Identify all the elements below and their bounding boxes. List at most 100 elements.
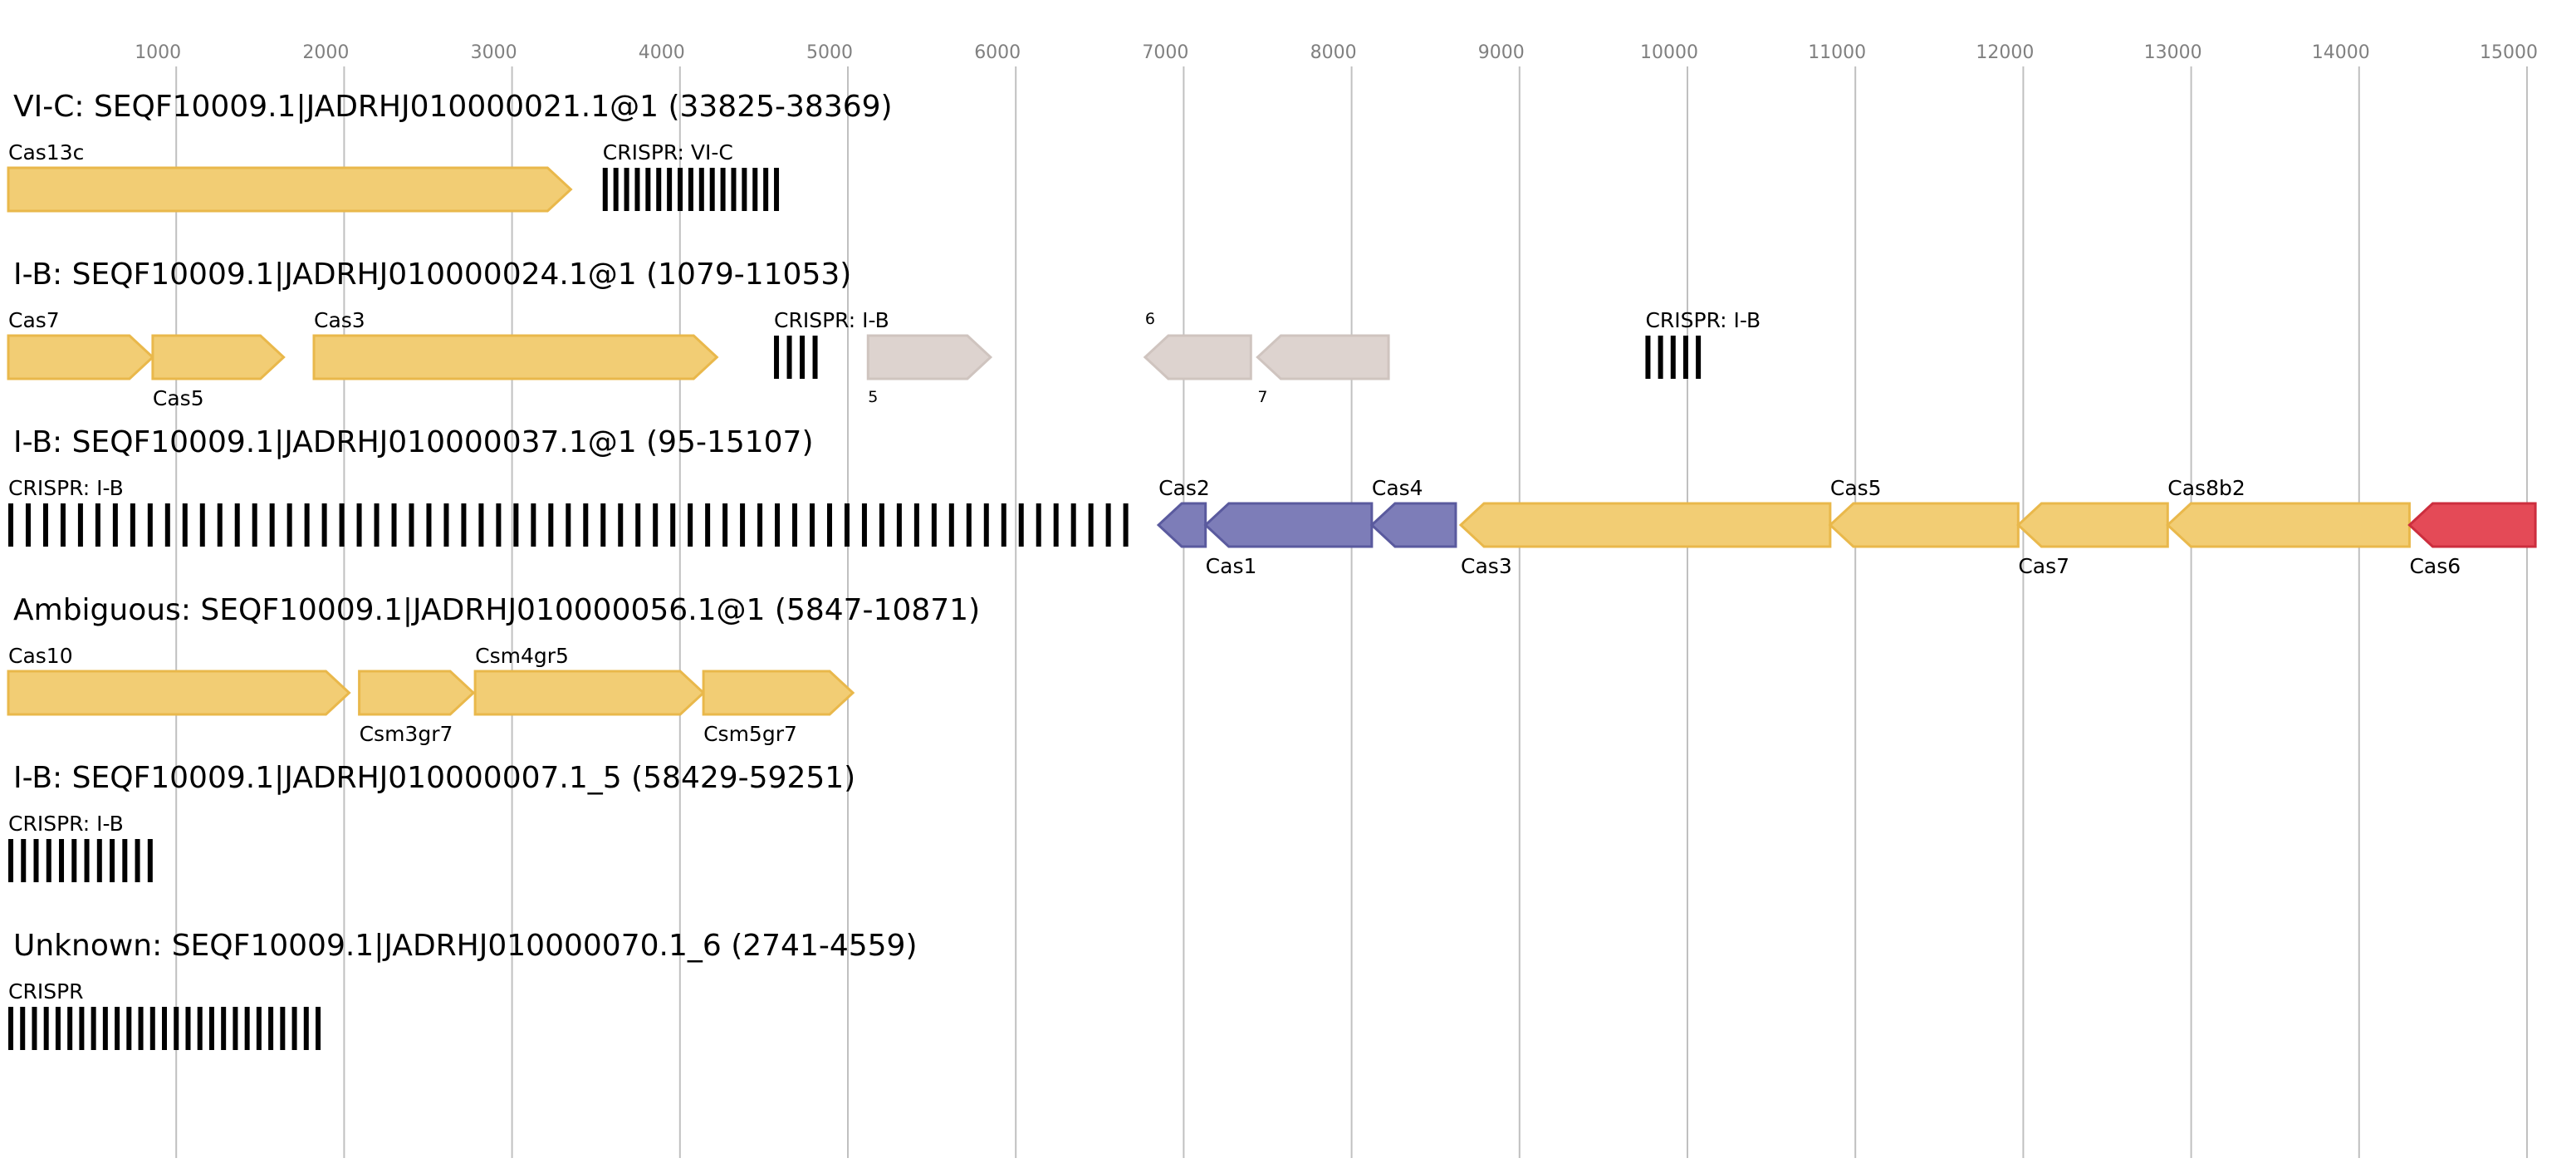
crispr-repeat: [774, 336, 780, 379]
track-title: I-B: SEQF10009.1|JADRHJ010000007.1_5 (58…: [13, 761, 855, 795]
crispr-repeat: [199, 503, 205, 547]
track-title: Unknown: SEQF10009.1|JADRHJ010000070.1_6…: [13, 929, 918, 963]
gene-arrow-csm3gr7: [358, 670, 476, 716]
gene-label: Cas5: [153, 386, 204, 410]
crispr-repeat: [32, 1007, 37, 1050]
tick-label: 10000: [1640, 42, 1698, 63]
crispr-repeat: [757, 503, 763, 547]
crispr-repeat: [122, 839, 128, 882]
crispr-repeat: [1105, 503, 1111, 547]
crispr-repeat: [722, 503, 728, 547]
crispr-repeat: [391, 503, 397, 547]
crispr-repeat: [409, 503, 414, 547]
crispr-repeat: [948, 503, 954, 547]
crispr-repeat: [896, 503, 902, 547]
gene-arrow-cas3: [1458, 502, 1832, 548]
crispr-repeat: [164, 503, 170, 547]
crispr-label: CRISPR: I-B: [8, 812, 124, 836]
gene-arrow-cas4: [1369, 502, 1457, 548]
tracks: VI-C: SEQF10009.1|JADRHJ010000021.1@1 (3…: [7, 90, 2537, 1050]
crispr-repeat: [656, 168, 662, 211]
crispr-repeat: [800, 336, 806, 379]
crispr-label: CRISPR: I-B: [8, 476, 124, 500]
crispr-label: CRISPR: [8, 979, 84, 1004]
crispr-repeat: [95, 503, 100, 547]
crispr-repeat: [740, 503, 746, 547]
crispr-repeat: [303, 1007, 309, 1050]
crispr-repeat: [374, 503, 380, 547]
crispr-repeat: [20, 1007, 26, 1050]
crispr-repeat: [60, 503, 66, 547]
gene-arrow-cas13c: [7, 166, 573, 213]
crispr-array: [774, 336, 818, 379]
crispr-array: [8, 1007, 321, 1050]
crispr-repeat: [461, 503, 467, 547]
crispr-repeat: [731, 168, 737, 211]
gene-arrow-cas7: [7, 334, 155, 380]
track: I-B: SEQF10009.1|JADRHJ010000007.1_5 (58…: [8, 761, 855, 882]
crispr-repeat: [185, 1007, 191, 1050]
crispr-repeat: [147, 503, 153, 547]
gene-arrow-cas5: [1828, 502, 2020, 548]
crispr-repeat: [138, 1007, 144, 1050]
crispr-repeat: [244, 1007, 250, 1050]
tick-label: 14000: [2312, 42, 2370, 63]
track-title: I-B: SEQF10009.1|JADRHJ010000037.1@1 (95…: [13, 425, 814, 459]
tick-label: 9000: [1478, 42, 1525, 63]
crispr-repeat: [147, 839, 153, 882]
crispr-repeat: [8, 503, 13, 547]
crispr-repeat: [478, 503, 484, 547]
crispr-repeat: [1645, 336, 1651, 379]
gridlines: [175, 66, 2528, 1158]
crispr-repeat: [670, 503, 676, 547]
crispr-repeat: [71, 839, 77, 882]
crispr-repeat: [268, 1007, 274, 1050]
crispr-repeat: [79, 1007, 85, 1050]
crispr-repeat: [43, 1007, 49, 1050]
tick-label: 5000: [806, 42, 853, 63]
crispr-repeat: [208, 1007, 214, 1050]
crispr-repeat: [618, 503, 624, 547]
crispr-label: CRISPR: I-B: [774, 308, 889, 332]
crispr-repeat: [913, 503, 919, 547]
crispr-repeat: [8, 1007, 13, 1050]
gene-arrow-cas8b2: [2166, 502, 2411, 548]
track-title: I-B: SEQF10009.1|JADRHJ010000024.1@1 (10…: [13, 258, 851, 292]
crispr-repeat: [879, 503, 884, 547]
gene-arrow-cas1: [1203, 502, 1374, 548]
crispr-repeat: [115, 1007, 120, 1050]
crispr-repeat: [983, 503, 989, 547]
gene-label: Cas1: [1206, 554, 1257, 578]
crispr-repeat: [698, 168, 704, 211]
crispr-repeat: [496, 503, 502, 547]
crispr-repeat: [102, 1007, 108, 1050]
crispr-repeat: [339, 503, 345, 547]
gene-arrow-cas2: [1156, 502, 1207, 548]
crispr-repeat: [46, 839, 51, 882]
crispr-repeat: [1658, 336, 1663, 379]
crispr-repeat: [844, 503, 850, 547]
crispr-repeat: [130, 503, 135, 547]
gene-label: Cas7: [8, 308, 60, 332]
crispr-repeat: [55, 1007, 61, 1050]
crispr-repeat: [33, 839, 39, 882]
crispr-repeat: [162, 1007, 168, 1050]
crispr-array: [8, 503, 1129, 547]
crispr-repeat: [653, 503, 659, 547]
crispr-repeat: [112, 503, 118, 547]
crispr-repeat: [426, 503, 432, 547]
crispr-repeat: [645, 168, 651, 211]
crispr-repeat: [763, 168, 769, 211]
gene-label: Cas4: [1372, 476, 1423, 500]
crispr-repeat: [809, 503, 815, 547]
crispr-repeat: [635, 503, 641, 547]
crispr-repeat: [1018, 503, 1024, 547]
crispr-repeat: [1682, 336, 1688, 379]
crispr-repeat: [774, 168, 780, 211]
crispr-repeat: [688, 168, 693, 211]
crispr-repeat: [8, 839, 13, 882]
crispr-repeat: [775, 503, 781, 547]
track: I-B: SEQF10009.1|JADRHJ010000037.1@1 (95…: [8, 425, 2537, 578]
crispr-repeat: [443, 503, 449, 547]
gene-label: Cas5: [1830, 476, 1882, 500]
